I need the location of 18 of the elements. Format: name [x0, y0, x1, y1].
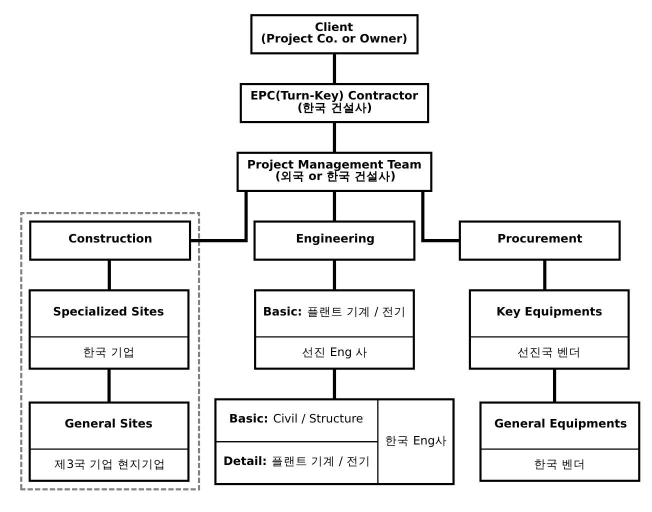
connector — [190, 190, 248, 242]
connector — [332, 122, 336, 152]
connector — [332, 368, 336, 399]
node-box: Procurement — [458, 220, 621, 260]
connector — [332, 259, 336, 290]
connector — [332, 190, 336, 222]
node-box: Client (Project Co. or Owner) — [250, 14, 419, 54]
connector — [552, 368, 556, 402]
connector — [421, 190, 460, 242]
connector — [108, 259, 111, 290]
node-box: Project Management Team (외국 or 한국 건설사) — [236, 151, 432, 192]
cluster — [20, 212, 200, 490]
node-box: Engineering — [254, 220, 416, 260]
connector — [332, 52, 336, 84]
connector — [107, 368, 111, 402]
connector — [543, 259, 546, 290]
node-box: EPC(Turn-Key) Contractor (한국 건설사) — [240, 82, 430, 123]
node-box: Construction — [29, 220, 192, 260]
